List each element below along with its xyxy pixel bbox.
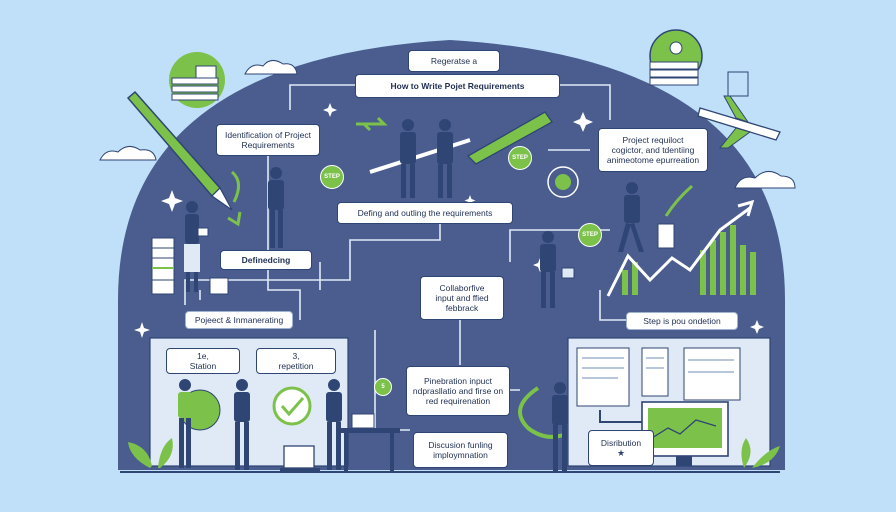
person-figures <box>178 119 644 471</box>
cloud-icon <box>244 60 298 75</box>
desk-leg <box>344 433 348 471</box>
airplane-icon <box>697 95 781 149</box>
box-distribution-label: Disribution <box>600 438 642 448</box>
box-defining: Definedcing <box>220 250 312 270</box>
stacked-papers-icon <box>169 52 225 108</box>
pen-icon <box>126 90 233 211</box>
box-step-is: Step is pou ondetion <box>626 312 738 330</box>
cloud-icon <box>734 171 796 189</box>
arrow-head <box>227 211 242 227</box>
document-lines <box>582 357 734 379</box>
document-icon <box>576 347 741 407</box>
step-badge: 5 <box>374 378 392 396</box>
document-icon <box>657 223 675 249</box>
box-defining-outlining: Defing and outling the requirements <box>337 202 513 224</box>
box-project-request: Project requiloct cogictor, and tdentiin… <box>598 128 708 172</box>
monitor-icon <box>641 401 729 466</box>
box-repetition: 3, repetition <box>256 348 336 374</box>
box-station: 1e, Station <box>166 348 240 374</box>
step-badge: STEP <box>320 165 344 189</box>
box-pinebration: Pinebration inpuct ndprasllatio and firs… <box>406 366 510 416</box>
stacked-papers-icon <box>151 237 229 295</box>
box-top-small: Regeratse a <box>408 50 500 72</box>
box-project-implementing: Pojeect & Inmanerating <box>185 311 293 329</box>
ground <box>0 470 896 512</box>
box-identification: Identification of Project Requirements <box>216 124 320 156</box>
step-badge: STEP <box>578 223 602 247</box>
check-icon <box>272 386 312 426</box>
stacked-papers-icon <box>649 29 749 97</box>
gear-icon <box>547 166 579 198</box>
laptop-icon <box>351 413 375 429</box>
box-collaborative: Collaborfive input and ffied febbrack <box>420 276 504 320</box>
pencil-bar <box>369 138 471 174</box>
laptop-icon <box>280 445 320 472</box>
step-badge: STEP <box>508 146 532 170</box>
desk-leg <box>390 433 394 471</box>
box-distribution: Disribution ★ <box>588 430 654 466</box>
box-title: How to Write Pojet Requirements <box>355 74 560 98</box>
airplane-icon <box>356 116 388 132</box>
connector <box>599 410 650 423</box>
chart-icon <box>606 184 768 297</box>
box-discussion: Discusion funling imploymnation <box>413 432 508 468</box>
star-icon: ★ <box>616 448 626 458</box>
curve-arrow <box>230 170 240 203</box>
cloud-icon <box>99 146 157 161</box>
pen-icon <box>466 111 553 165</box>
leaf-decoration <box>128 438 780 468</box>
desk <box>338 428 400 433</box>
